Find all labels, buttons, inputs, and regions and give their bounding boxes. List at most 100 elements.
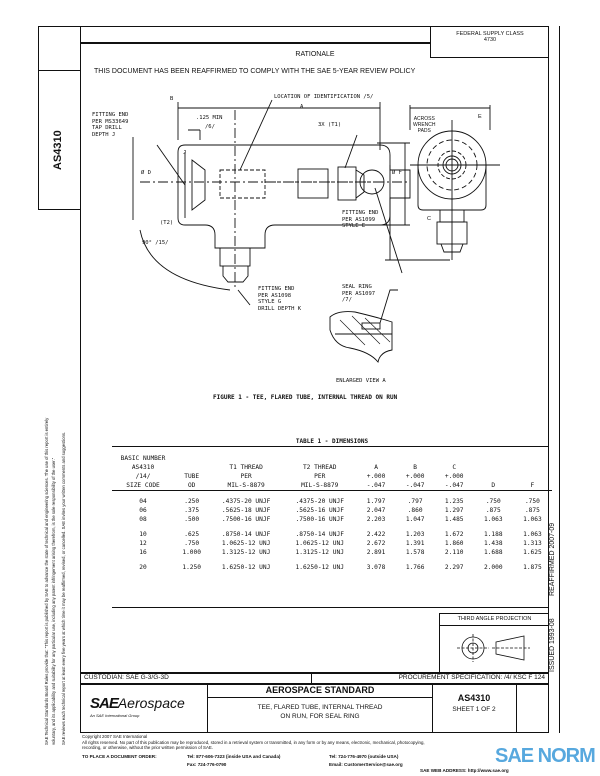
- dim-a: A: [300, 104, 304, 110]
- title-line-2: ON RUN, FOR SEAL RING: [280, 713, 360, 720]
- tel-us: Tel: 877-606-7323 (inside USA and Canada…: [187, 754, 281, 759]
- table-cell: .7500-16 UNJF: [221, 516, 271, 523]
- table-cell: 2.203: [366, 516, 386, 523]
- logo-sae: SAE: [90, 695, 119, 712]
- table-header-cell: A: [374, 464, 378, 471]
- table-cell: 1.297: [444, 507, 464, 514]
- watermark-logo: SAE NORM: [495, 745, 596, 767]
- sheet-number: SHEET 1 OF 2: [452, 706, 496, 713]
- table-cell: 1.188: [483, 531, 503, 538]
- table-cell: .750: [524, 498, 540, 505]
- dim-d: Ø D: [141, 170, 151, 176]
- aerospace-standard-heading: AEROSPACE STANDARD: [265, 685, 375, 695]
- table-header-cell: T2 THREAD: [302, 464, 337, 471]
- projection-label: THIRD ANGLE PROJECTION: [440, 614, 549, 626]
- table-header-cell: BASIC NUMBER: [120, 455, 166, 462]
- table-cell: .750: [184, 540, 200, 547]
- table-cell: .375: [184, 507, 200, 514]
- table-header-cell: -.047: [356, 481, 396, 491]
- table-cell: 1.391: [405, 540, 425, 547]
- table-cell: .860: [407, 507, 423, 514]
- dim-f: Ø F: [392, 170, 402, 176]
- table-cell: 1.672: [444, 531, 464, 538]
- table-cell: 1.0625-12 UNJ: [295, 540, 344, 547]
- table-cell: 2.297: [444, 564, 464, 571]
- sae-aerospace-logo: SAEAerospace An SAE International Group: [90, 695, 185, 718]
- table-header-cell: PER: [240, 473, 252, 480]
- figure-caption: FIGURE 1 - TEE, FLARED TUBE, INTERNAL TH…: [213, 394, 398, 401]
- main-frame: [80, 26, 549, 733]
- legal-text-3: SAE reviews each technical report at lea…: [61, 431, 66, 745]
- web-address[interactable]: SAE WEB ADDRESS: http://www.sae.org: [420, 768, 509, 774]
- min-label: .125 MIN: [196, 115, 223, 121]
- table-cell: 2.672: [366, 540, 386, 547]
- tel-intl: Tel: 724-776-4970 (outside USA): [329, 754, 399, 759]
- custodian: CUSTODIAN: SAE G-3/G-3D: [84, 674, 169, 681]
- table-cell: 1.6250-12 UNJ: [295, 564, 344, 571]
- divider: [208, 697, 432, 698]
- label: FITTING END: [92, 112, 129, 118]
- table-cell: 10: [139, 531, 147, 538]
- table-header-cell: [209, 454, 283, 463]
- label: FITTING END: [258, 286, 295, 292]
- table-header-cell: [474, 463, 513, 472]
- table-header-cell: [174, 463, 209, 472]
- table-cell: 1.438: [483, 540, 503, 547]
- table-header-cell: AS4310: [131, 464, 155, 471]
- tee-fitting-drawing: [132, 99, 500, 364]
- table-cell: 12: [139, 540, 147, 547]
- projection-box: THIRD ANGLE PROJECTION: [439, 613, 549, 673]
- table-cell: 1.485: [444, 516, 464, 523]
- table-header-cell: +.000: [405, 473, 425, 480]
- web-address-text[interactable]: SAE WEB ADDRESS: http://www.sae.org: [420, 768, 509, 773]
- table-cell: 1.235: [444, 498, 464, 505]
- table-header-cell: [513, 472, 552, 481]
- supply-class-value: 4730: [483, 37, 497, 43]
- table-header-cell: MIL-S-8879: [282, 481, 357, 491]
- t1-label: 3X (T1): [318, 122, 342, 128]
- table-cell: 1.860: [444, 540, 464, 547]
- table-cell: 04: [139, 498, 147, 505]
- dim-c: C: [427, 216, 431, 222]
- enlarged-view-label: ENLARGED VIEW A: [336, 378, 386, 384]
- t2-label: (T2): [160, 220, 174, 226]
- table-title: TABLE 1 - DIMENSIONS: [295, 438, 369, 445]
- copyright: Copyright 2007 SAE International: [82, 734, 148, 739]
- table-header-cell: [174, 454, 209, 463]
- issued-date: ISSUED 1993-08: [549, 618, 556, 672]
- table-cell: 1.875: [523, 564, 542, 571]
- copyright-block: Copyright 2007 SAE International All rig…: [82, 734, 425, 751]
- order-label: TO PLACE A DOCUMENT ORDER:: [82, 754, 157, 759]
- label: DEPTH J: [92, 131, 116, 138]
- dim-j: J: [183, 150, 187, 156]
- table-header-cell: D: [473, 481, 513, 491]
- table-cell: 1.3125-12 UNJ: [295, 549, 344, 556]
- table-header-cell: OD: [174, 481, 210, 491]
- table-cell: .8750-14 UNJF: [221, 531, 271, 538]
- table-header-cell: [396, 454, 435, 463]
- legal-text-2: voluntary, and its applicability and sui…: [51, 457, 56, 745]
- label: PER AS1099: [342, 216, 376, 223]
- table-header-cell: +.000: [444, 473, 464, 480]
- loc-id-label: LOCATION OF IDENTIFICATION /5/: [274, 94, 374, 100]
- table-header-row: BASIC NUMBER: [112, 454, 552, 463]
- label: PER MS33649: [92, 118, 129, 125]
- label: PER AS1097: [342, 290, 376, 297]
- min-note: /6/: [205, 124, 215, 130]
- label: WRENCH: [413, 122, 436, 128]
- table-cell: 1.063: [523, 531, 542, 538]
- table-header-cell: B: [413, 464, 417, 471]
- table-header-cell: [513, 463, 552, 472]
- procurement-spec: PROCUREMENT SPECIFICATION: /4/ KSC F 124: [398, 674, 545, 681]
